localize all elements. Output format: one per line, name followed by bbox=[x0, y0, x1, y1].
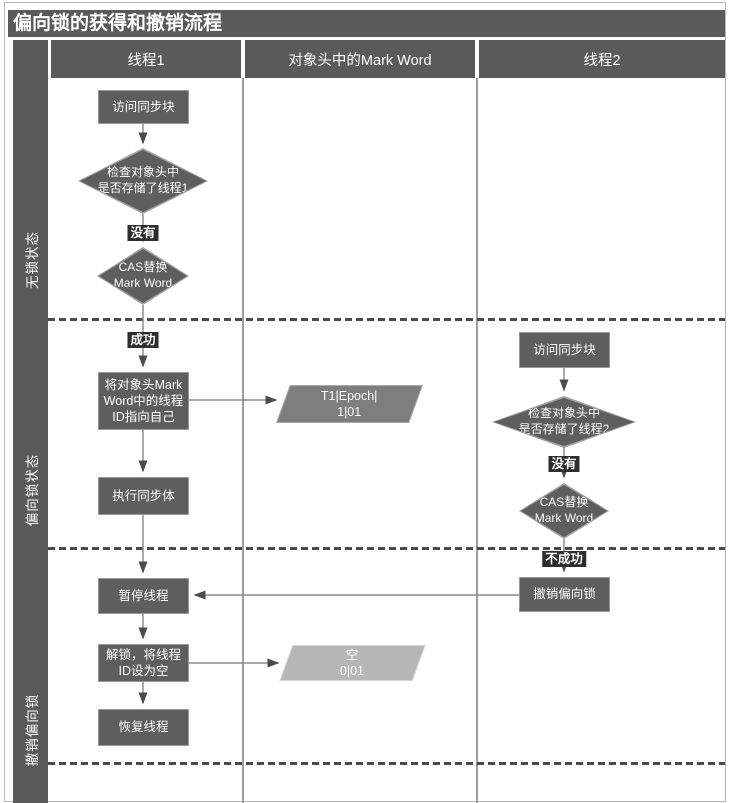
node-t1-unlock-clear-id: 解锁，将线程 ID设为空 bbox=[98, 644, 189, 682]
node-t1-access-sync-block: 访问同步块 bbox=[98, 90, 189, 124]
lane-divider-2 bbox=[48, 547, 725, 550]
column-header-markword: 对象头中的Mark Word bbox=[245, 40, 475, 78]
column-divider-1 bbox=[242, 78, 244, 803]
lane-divider-3 bbox=[48, 762, 725, 765]
node-t2-revoke-biased-lock: 撤销偏向锁 bbox=[519, 577, 610, 612]
node-t1-resume-thread: 恢复线程 bbox=[98, 709, 189, 746]
flag-t1-no: 没有 bbox=[127, 225, 159, 242]
diagram-title: 偏向锁的获得和撤销流程 bbox=[8, 10, 725, 37]
lane-label-strip: 无锁状态 偏向锁状态 撤销偏向锁 bbox=[13, 40, 48, 803]
column-header-thread1: 线程1 bbox=[51, 40, 241, 78]
lane-divider-1 bbox=[48, 318, 725, 321]
page-border bbox=[4, 2, 726, 802]
flag-t2-fail: 不成功 bbox=[542, 551, 586, 568]
flag-t1-success: 成功 bbox=[127, 332, 159, 349]
column-header-thread2: 线程2 bbox=[479, 40, 725, 78]
column-divider-2 bbox=[476, 78, 478, 803]
node-t1-set-thread-id: 将对象头Mark Word中的线程 ID指向自己 bbox=[98, 372, 189, 430]
markword-biased-parallelogram: T1|Epoch| 1|01 bbox=[276, 385, 423, 423]
node-t1-execute-sync-body: 执行同步体 bbox=[98, 477, 189, 515]
markword-empty-parallelogram: 空 0|01 bbox=[279, 645, 426, 681]
node-t1-pause-thread: 暂停线程 bbox=[98, 578, 189, 614]
node-t2-access-sync-block: 访问同步块 bbox=[519, 332, 610, 368]
flag-t2-no: 没有 bbox=[548, 456, 580, 473]
